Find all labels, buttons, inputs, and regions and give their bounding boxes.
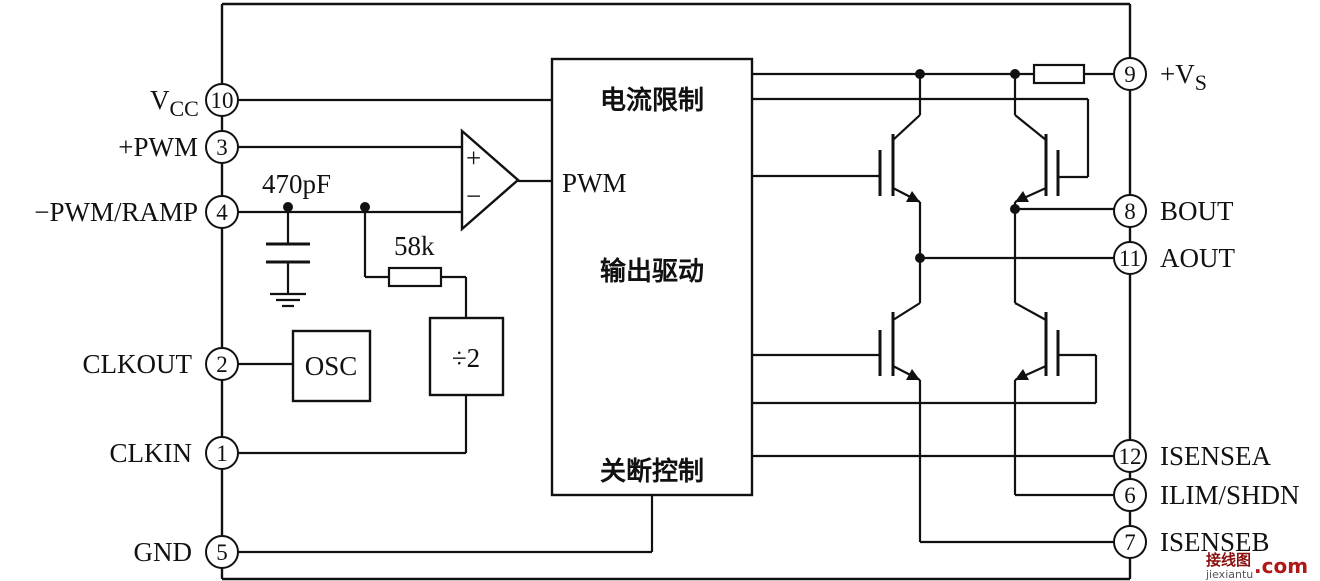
pin-number: 1 — [216, 441, 228, 466]
pin-label: ILIM/SHDN — [1160, 480, 1300, 510]
pin-label: +VS — [1160, 59, 1207, 95]
pin-label: −PWM/RAMP — [34, 197, 198, 227]
pin-label: CLKOUT — [83, 349, 193, 379]
ic-outline — [220, 2, 1132, 581]
pin-isensea: 12 ISENSEA — [1113, 439, 1272, 473]
pin-number: 11 — [1119, 246, 1141, 271]
pin-label: BOUT — [1160, 196, 1234, 226]
pin-circle — [1113, 194, 1147, 228]
arrow-head — [906, 369, 920, 380]
pin-pwm-ramp: 4 −PWM/RAMP — [34, 195, 239, 229]
osc-label: OSC — [305, 351, 358, 381]
pin-label: CLKIN — [110, 438, 193, 468]
control-block: 电流限制 PWM 输出驱动 关断控制 — [550, 57, 754, 497]
pin-label: AOUT — [1160, 243, 1235, 273]
pin-label: ISENSEB — [1160, 527, 1270, 557]
pin-label: +PWM — [118, 132, 198, 162]
sense-resistor — [1032, 63, 1086, 85]
pin-vs: 9 +VS — [1113, 57, 1207, 95]
watermark: 接线图 jiexiantu .com — [1205, 551, 1308, 581]
pin-number: 9 — [1124, 62, 1136, 87]
pin-aout: 11 AOUT — [1113, 241, 1235, 275]
pin-number: 3 — [216, 135, 228, 160]
watermark-url: jiexiantu — [1205, 568, 1253, 581]
output-drive-label: 输出驱动 — [600, 256, 704, 287]
pin-number: 2 — [216, 352, 228, 377]
left-wiring: 470pF 58k ÷2 OSC — [238, 98, 654, 554]
watermark-com: .com — [1254, 554, 1308, 578]
pin-number: 4 — [216, 200, 228, 225]
h-bridge — [752, 63, 1114, 544]
comparator-minus: − — [466, 181, 481, 211]
arrow-head — [1015, 191, 1029, 202]
capacitor-label: 470pF — [262, 169, 331, 199]
pin-number: 6 — [1124, 483, 1136, 508]
pin-gnd: 5 GND — [134, 535, 239, 569]
pin-clkout: 2 CLKOUT — [83, 347, 239, 381]
pin-number: 7 — [1124, 530, 1136, 555]
pin-number: 5 — [216, 540, 228, 565]
pin-label: GND — [134, 537, 193, 567]
resistor-label: 58k — [394, 231, 435, 261]
comparator: + − — [460, 128, 520, 232]
arrow-head — [906, 191, 920, 202]
pin-number: 12 — [1119, 444, 1142, 469]
arrow-head — [1015, 369, 1029, 380]
pin-ilim-shdn: 6 ILIM/SHDN — [1113, 478, 1300, 512]
watermark-cn: 接线图 — [1206, 551, 1251, 569]
comparator-plus: + — [466, 143, 481, 173]
shutdown-label: 关断控制 — [600, 456, 704, 487]
pin-number: 8 — [1124, 199, 1136, 224]
pwm-label: PWM — [562, 168, 627, 198]
pin-bout: 8 BOUT — [1113, 194, 1234, 228]
osc-block — [291, 329, 372, 403]
pin-vcc: 10 VCC — [150, 83, 239, 121]
pin-isenseb: 7 ISENSEB — [1113, 525, 1270, 559]
pin-pwm-plus: 3 +PWM — [118, 130, 239, 164]
pin-number: 10 — [211, 88, 234, 113]
divider-label: ÷2 — [452, 343, 480, 373]
current-limit-label: 电流限制 — [600, 86, 704, 116]
pin-clkin: 1 CLKIN — [110, 436, 239, 470]
pin-label: VCC — [150, 85, 199, 121]
pin-label: ISENSEA — [1160, 441, 1272, 471]
